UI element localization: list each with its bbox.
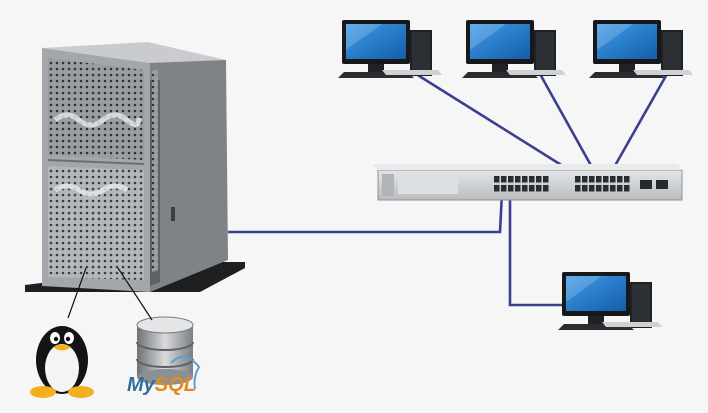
switch-port [501, 176, 507, 183]
mysql-logo-text-my: My [127, 374, 156, 396]
switch-port [582, 176, 588, 183]
links [228, 72, 669, 307]
svg-text:MySQL: MySQL [127, 374, 196, 396]
switch-port [589, 176, 595, 183]
switch-port [624, 185, 630, 192]
switch-port [575, 176, 581, 183]
switch-port [624, 176, 630, 183]
switch-port [603, 185, 609, 192]
cable-pc-top-2-to-switch [538, 73, 600, 179]
switch-port [501, 185, 507, 192]
cable-server-to-switch [228, 191, 504, 234]
switch-port [522, 176, 528, 183]
switch-port [589, 185, 595, 192]
logo-connectors [67, 267, 153, 321]
switch-port [536, 185, 542, 192]
pc-top-1-computer [338, 20, 442, 78]
switch-port [610, 185, 616, 192]
switch-port [543, 176, 549, 183]
switch-port [508, 185, 514, 192]
pc-top-3-computer [589, 20, 693, 78]
switch-port [508, 176, 514, 183]
mysql-database-icon: MySQL [127, 316, 201, 396]
switch-port [610, 176, 616, 183]
switch-port [494, 176, 500, 183]
pc-top-2-computer [462, 20, 566, 78]
switch-port [536, 176, 542, 183]
network-switch [372, 164, 683, 201]
switch-port [596, 185, 602, 192]
switch-port [522, 185, 528, 192]
switch-port [515, 185, 521, 192]
switch-port [543, 185, 549, 192]
switch-port [582, 185, 588, 192]
switch-port [529, 176, 535, 183]
switch-port [515, 176, 521, 183]
desktop-computers [338, 20, 693, 330]
linux-tux-icon [30, 326, 94, 398]
pc-bottom-computer [558, 272, 662, 330]
tower-server [25, 42, 245, 292]
switch-ports [494, 176, 630, 192]
mysql-logo-text-sql: SQL [155, 374, 196, 396]
switch-port [529, 185, 535, 192]
cable-switch-to-pc-bottom [508, 192, 568, 307]
switch-port [617, 176, 623, 183]
switch-port [494, 185, 500, 192]
switch-port [617, 185, 623, 192]
switch-port [575, 185, 581, 192]
cable-pc-top-1-to-switch [415, 72, 583, 180]
switch-port [596, 176, 602, 183]
switch-port [603, 176, 609, 183]
cable-pc-top-3-to-switch [606, 73, 669, 179]
